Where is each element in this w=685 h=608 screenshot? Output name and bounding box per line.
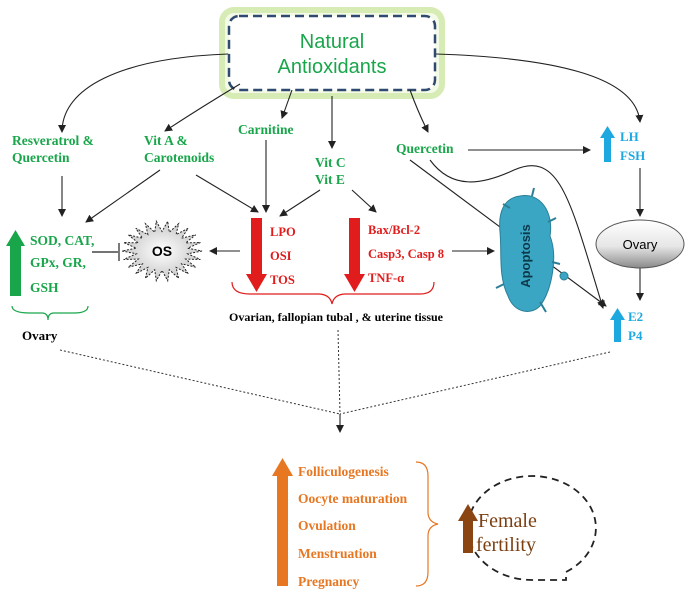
- title-arrows: [58, 53, 644, 149]
- tissue-brace: [231, 281, 435, 305]
- green-up-arrow-head: [6, 230, 25, 246]
- resveratrol-label-1: Resveratrol &: [12, 133, 94, 148]
- hormone-lh: LH: [620, 129, 639, 144]
- blue-up-arrow-1-shaft: [604, 136, 611, 162]
- marker-lpo: LPO: [270, 225, 296, 239]
- arrow-vitA-to-enzymes: [85, 169, 161, 223]
- fertility-line2: fertility: [476, 534, 536, 556]
- outcome-ovulation: Ovulation: [298, 518, 356, 533]
- enzymes-line2: GPx, GR,: [30, 255, 86, 270]
- arrow-vitCE-to-lpo: [279, 189, 321, 217]
- arrow-to-quercetin: [409, 89, 429, 133]
- os-starburst: OS: [121, 219, 203, 283]
- marker-tnf: TNF-α: [368, 271, 404, 285]
- converging-lines: [59, 329, 611, 415]
- red-down-arrow-2-head: [344, 274, 365, 292]
- hormones-bottom: E2 P4: [610, 308, 643, 343]
- carnitine-label: Carnitine: [238, 122, 294, 137]
- oxidative-markers: LPO OSI TOS: [246, 218, 296, 292]
- apoptotic-markers: Bax/Bcl-2 Casp3, Casp 8 TNF-α: [344, 218, 444, 292]
- arrow-to-vitA: [164, 83, 241, 132]
- brown-up-arrow-head: [458, 504, 478, 521]
- fertility-bubble: Female fertility: [458, 475, 597, 581]
- arrow-quercetin-to-e2: [429, 159, 605, 309]
- arrow-to-lh: [435, 53, 644, 123]
- hormone-e2: E2: [628, 309, 643, 324]
- os-label: OS: [152, 243, 172, 259]
- hormones-top: LH FSH: [600, 126, 645, 163]
- red-down-arrow-1-shaft: [251, 218, 262, 276]
- blue-up-arrow-2-shaft: [614, 318, 621, 342]
- vitA-label-1: Vit A &: [144, 133, 188, 148]
- vitA-label-2: Carotenoids: [144, 150, 214, 165]
- apoptosis-label: Apoptosis: [518, 224, 533, 288]
- orange-up-arrow-head: [272, 458, 293, 476]
- title-line2: Antioxidants: [278, 56, 387, 78]
- outcome-oocyte-maturation: Oocyte maturation: [298, 491, 408, 506]
- blue-up-arrow-1-head: [600, 126, 615, 138]
- green-up-arrow-shaft: [10, 244, 21, 296]
- red-down-arrow-2-shaft: [349, 218, 360, 276]
- enzymes-group: SOD, CAT, GPx, GR, GSH Ovary: [6, 230, 94, 343]
- outcome-pregnancy: Pregnancy: [298, 574, 359, 589]
- tissue-label: Ovarian, fallopian tubal , & uterine tis…: [229, 310, 444, 324]
- outcome-menstruation: Menstruation: [298, 546, 377, 561]
- title-line1: Natural: [300, 31, 364, 53]
- inhibition-line: [92, 243, 120, 261]
- resveratrol-label-2: Quercetin: [12, 150, 70, 165]
- quercetin-label: Quercetin: [396, 141, 454, 156]
- vitC-label: Vit C: [315, 155, 346, 170]
- orange-up-arrow-shaft: [277, 474, 288, 586]
- enzymes-line1: SOD, CAT,: [30, 233, 94, 248]
- marker-osi: OSI: [270, 249, 292, 263]
- outcomes-group: Folliculogenesis Oocyte maturation Ovula…: [272, 458, 439, 589]
- vitE-label: Vit E: [315, 172, 345, 187]
- enzymes-brace: [11, 305, 89, 321]
- hormone-p4: P4: [628, 328, 643, 343]
- arrow-vitA-to-lpo: [195, 174, 259, 213]
- apoptosis-cell: Apoptosis: [495, 187, 569, 313]
- blue-up-arrow-2-head: [610, 308, 625, 320]
- marker-bax: Bax/Bcl-2: [368, 223, 420, 237]
- ovary-right-label: Ovary: [623, 237, 658, 252]
- marker-casp: Casp3, Casp 8: [368, 247, 444, 261]
- arrow-to-resveratrol: [58, 53, 229, 133]
- enzymes-line3: GSH: [30, 280, 59, 295]
- ovary-left-label: Ovary: [22, 328, 58, 343]
- red-down-arrow-1-head: [246, 274, 267, 292]
- hormone-fsh: FSH: [620, 148, 645, 163]
- brown-up-arrow-shaft: [463, 519, 473, 553]
- outcome-folliculogenesis: Folliculogenesis: [298, 464, 389, 479]
- ovary-right: Ovary: [595, 219, 685, 269]
- fertility-line1: Female: [478, 510, 537, 532]
- natural-antioxidants-box: Natural Antioxidants: [219, 7, 445, 99]
- marker-tos: TOS: [270, 273, 295, 287]
- arrow-to-carnitine: [280, 89, 293, 119]
- arrow-vitCE-to-bax: [351, 189, 377, 213]
- outcomes-brace: [415, 461, 439, 587]
